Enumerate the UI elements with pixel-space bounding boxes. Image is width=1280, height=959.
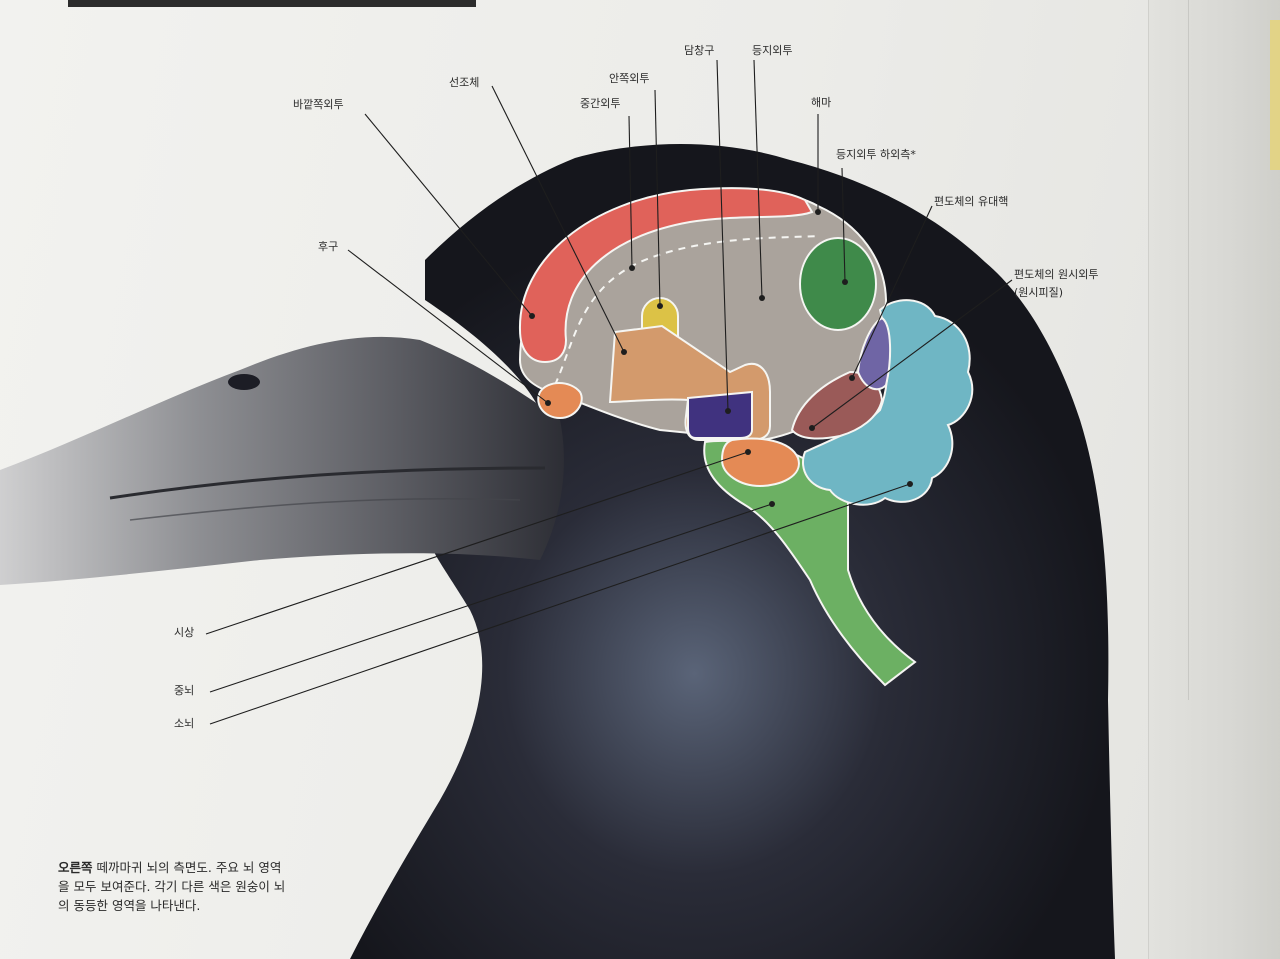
label-thalamus: 시상 — [174, 626, 194, 640]
dot-striatum — [621, 349, 627, 355]
label-olfactory-bulb: 후구 — [318, 240, 338, 254]
caption-text: 떼까마귀 뇌의 측면도. 주요 뇌 영역을 모두 보여준다. 각기 다른 색은 … — [58, 860, 285, 913]
label-amygdala-paleopallium: 편도체의 원시외투 — [1014, 268, 1098, 282]
label-striatum: 선조체 — [449, 76, 479, 90]
dot-dorsal-pallium — [759, 295, 765, 301]
dot-midbrain — [769, 501, 775, 507]
caption-lead: 오른쪽 — [58, 860, 93, 875]
dot-thalamus — [745, 449, 751, 455]
thalamus-region — [722, 439, 799, 486]
crow-eye — [228, 374, 260, 390]
label-cerebellum: 소뇌 — [174, 717, 194, 731]
label-midbrain: 중뇌 — [174, 684, 194, 698]
label-amygdala-paleopallium-sub: (원시피질) — [1014, 286, 1063, 300]
dot-olfactory-bulb — [545, 400, 551, 406]
label-pallial-sulcus: 담창구 — [684, 44, 714, 58]
figure-caption: 오른쪽 떼까마귀 뇌의 측면도. 주요 뇌 영역을 모두 보여준다. 각기 다른… — [58, 858, 288, 915]
crow-beak — [0, 337, 564, 585]
dot-cerebellum — [907, 481, 913, 487]
dot-outer-pallium — [529, 313, 535, 319]
hippocampus-region — [800, 238, 876, 330]
dot-amygdala-paleopallium — [809, 425, 815, 431]
dot-intermediate-pallium — [629, 265, 635, 271]
label-hippocampus: 해마 — [811, 96, 831, 110]
dot-hippocampus — [815, 209, 821, 215]
dot-dorsal-pallium-ventral — [842, 279, 848, 285]
dot-medial-pallium — [657, 303, 663, 309]
label-dorsal-pallium: 등지외투 — [752, 44, 792, 58]
dot-pallial-sulcus — [725, 408, 731, 414]
label-outer-pallium: 바깥쪽외투 — [293, 98, 344, 112]
label-medial-pallium: 안쪽외투 — [609, 72, 649, 86]
label-intermediate-pallium: 중간외투 — [580, 97, 620, 111]
pallial-sulcus-region — [688, 392, 752, 438]
label-amygdala-nucleus: 편도체의 유대핵 — [934, 195, 1008, 209]
dot-amygdala-nucleus — [849, 375, 855, 381]
label-dorsal-pallium-ventral: 등지외투 하외측* — [836, 148, 916, 162]
